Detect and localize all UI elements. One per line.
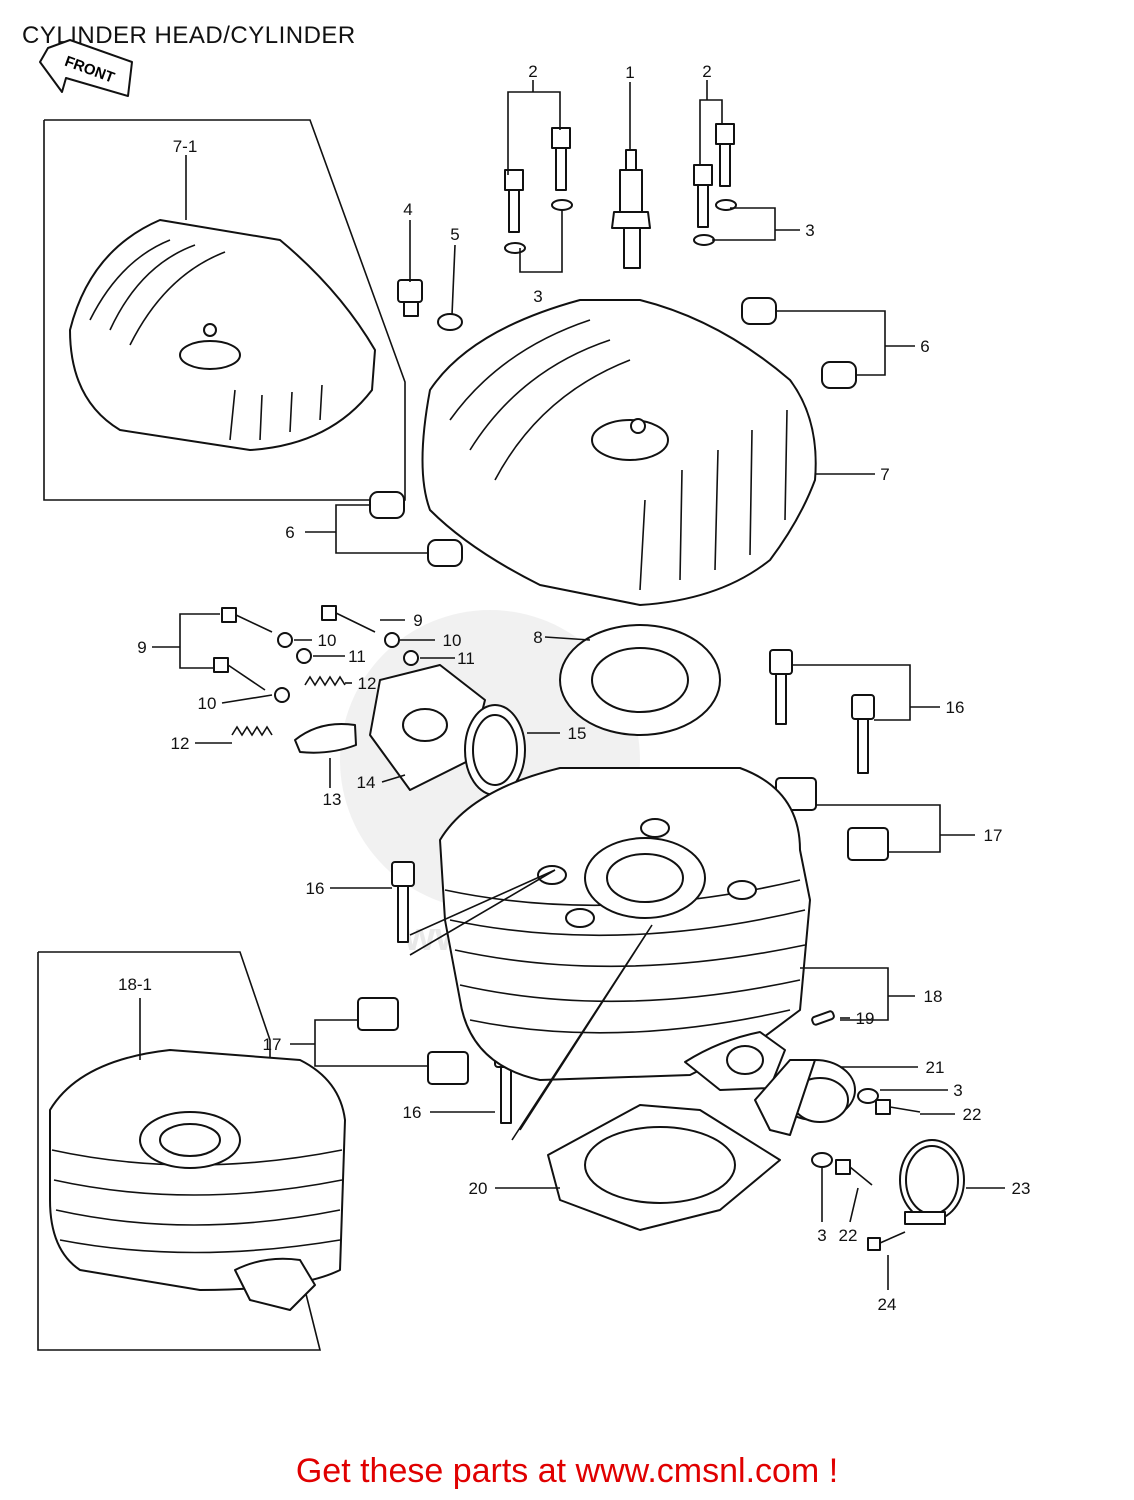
label-7-1: 7-1: [173, 137, 198, 156]
label-3d: 3: [817, 1226, 826, 1245]
label-24: 24: [878, 1295, 897, 1314]
footer-link[interactable]: Get these parts at www.cmsnl.com !: [295, 1452, 839, 1490]
label-6b: 6: [285, 523, 294, 542]
pin-gasket-manifold: [547, 1010, 856, 1231]
leader-lines: [139, 80, 1005, 1290]
front-arrow-icon: FRONT: [39, 39, 133, 97]
bolts-9-washers: [213, 605, 419, 703]
label-22a: 22: [963, 1105, 982, 1124]
label-12a: 12: [358, 674, 377, 693]
label-16b: 16: [306, 879, 325, 898]
label-4: 4: [403, 200, 412, 219]
label-11a: 11: [348, 647, 366, 666]
label-9b: 9: [413, 611, 422, 630]
label-13: 13: [323, 790, 342, 809]
label-22b: 22: [839, 1226, 858, 1245]
label-12b: 12: [171, 734, 190, 753]
head-gasket-8: [559, 624, 721, 736]
label-18: 18: [924, 987, 943, 1006]
label-19: 19: [856, 1009, 875, 1028]
label-3a: 3: [533, 287, 542, 306]
springs-bracket-plate: [231, 664, 526, 796]
label-21: 21: [926, 1058, 945, 1077]
part-number-labels: 1 2 2 3 3 3 3 4 5 6 6 7 7-1 8 9 9 10 10 …: [118, 62, 1030, 1314]
dampers-17: [357, 777, 889, 1085]
label-16a: 16: [946, 698, 965, 717]
label-2b: 2: [702, 62, 711, 81]
inset-cylinder-head-7-1: [43, 119, 406, 501]
dampers-6: [369, 297, 857, 567]
washers-bolts-clamp: [811, 1088, 965, 1251]
label-1: 1: [625, 63, 634, 82]
spark-plug-1: [611, 149, 651, 269]
label-17a: 17: [984, 826, 1003, 845]
label-20: 20: [469, 1179, 488, 1198]
label-5: 5: [450, 225, 459, 244]
label-14: 14: [357, 773, 376, 792]
bolts-2-right: [693, 123, 737, 246]
label-2a: 2: [528, 62, 537, 81]
cylinder-head-7: [421, 299, 817, 606]
label-17b: 17: [263, 1035, 282, 1054]
label-15: 15: [568, 724, 587, 743]
label-10c: 10: [198, 694, 217, 713]
label-16c: 16: [403, 1103, 422, 1122]
label-18-1: 18-1: [118, 975, 152, 994]
label-11b: 11: [457, 649, 475, 668]
label-3b: 3: [805, 221, 814, 240]
label-3c: 3: [953, 1081, 962, 1100]
label-7: 7: [880, 465, 889, 484]
label-23: 23: [1012, 1179, 1031, 1198]
inset-cylinder-18-1: [37, 951, 346, 1351]
label-9a: 9: [137, 638, 146, 657]
cylinder-18: [439, 767, 811, 1091]
label-10b: 10: [443, 631, 462, 650]
label-10a: 10: [318, 631, 337, 650]
label-6a: 6: [920, 337, 929, 356]
label-8: 8: [533, 628, 542, 647]
